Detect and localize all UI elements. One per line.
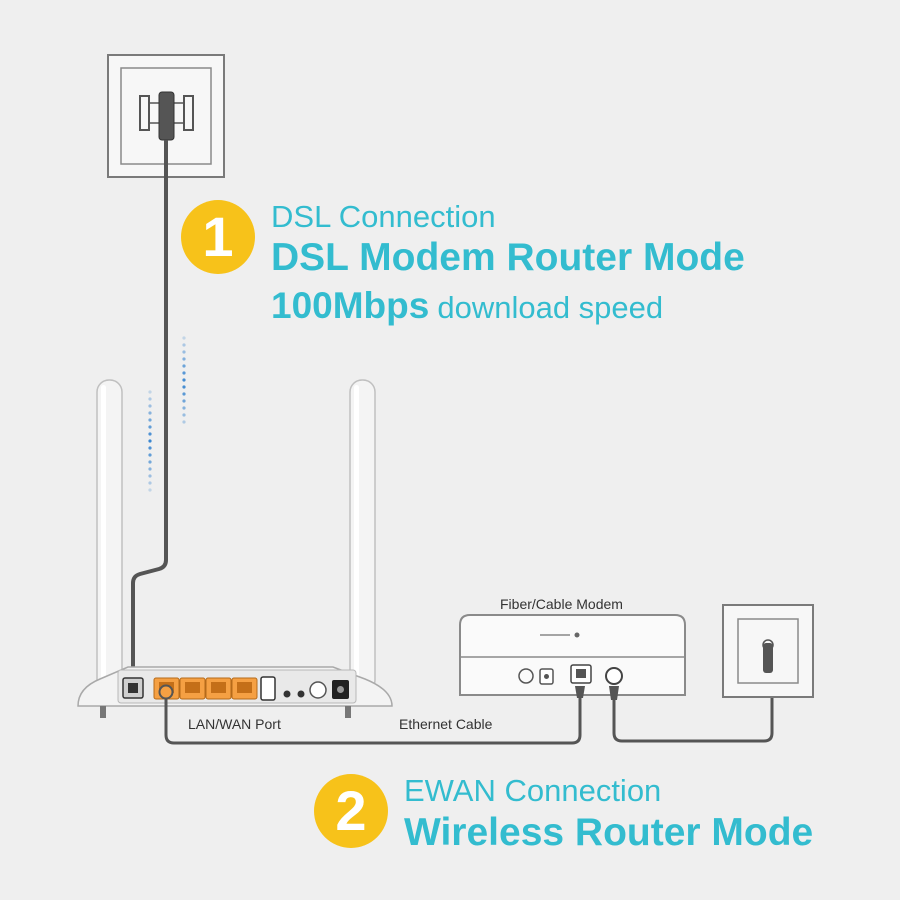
signal-dot: [182, 392, 186, 396]
signal-dot: [148, 446, 152, 450]
signal-dot: [148, 460, 152, 464]
coax-wall-socket: [722, 604, 814, 698]
signal-dot: [182, 399, 186, 403]
signal-dot: [182, 385, 186, 389]
step-1-badge: 1: [181, 200, 255, 274]
dsl-connection-label: DSL Connection: [271, 199, 496, 234]
lan-wan-port-plug: [158, 684, 174, 700]
step-2-badge: 2: [314, 774, 388, 848]
router-button-wps: [297, 690, 305, 698]
signal-dot: [148, 397, 152, 401]
modem-power-button: [518, 668, 534, 684]
signal-dot: [148, 418, 152, 422]
signal-dot: [182, 350, 186, 354]
modem-label: Fiber/Cable Modem: [500, 596, 623, 612]
router-button-reset: [283, 690, 291, 698]
signal-dot: [182, 343, 186, 347]
signal-dot: [182, 420, 186, 424]
signal-dot: [148, 474, 152, 478]
wireless-router: [77, 379, 393, 718]
dsl-speed-value: 100Mbps: [271, 285, 430, 326]
signal-dot: [148, 453, 152, 457]
fiber-cable-modem: [459, 614, 686, 700]
ethernet-cable: [164, 692, 582, 745]
dsl-phone-cable: [131, 140, 168, 683]
dsl-signal-dots: [148, 336, 186, 492]
signal-dot: [182, 371, 186, 375]
signal-dot: [148, 467, 152, 471]
signal-dot: [148, 425, 152, 429]
lan-wan-port-label: LAN/WAN Port: [188, 716, 281, 732]
ethernet-cable-label: Ethernet Cable: [399, 716, 493, 732]
signal-dot: [148, 404, 152, 408]
signal-dot: [148, 439, 152, 443]
router-antenna-right: [349, 379, 376, 693]
dsl-mode-title: DSL Modem Router Mode: [271, 236, 745, 279]
router-usb-port: [260, 676, 276, 701]
router-power-switch: [309, 681, 327, 699]
signal-dot: [148, 481, 152, 485]
signal-dot: [148, 390, 152, 394]
signal-dot: [148, 411, 152, 415]
signal-dot: [148, 432, 152, 436]
wireless-mode-title: Wireless Router Mode: [404, 811, 814, 854]
ewan-connection-label: EWAN Connection: [404, 773, 662, 808]
coax-cable: [612, 672, 774, 743]
signal-dot: [182, 357, 186, 361]
signal-dot: [182, 413, 186, 417]
signal-dot: [148, 488, 152, 492]
modem-coax-port: [605, 667, 623, 685]
signal-dot: [182, 336, 186, 340]
dsl-speed-label: download speed: [437, 290, 664, 325]
signal-dot: [182, 406, 186, 410]
router-antenna-left: [96, 379, 123, 693]
signal-dot: [182, 364, 186, 368]
modem-logo: [574, 632, 580, 638]
signal-dot: [182, 378, 186, 382]
